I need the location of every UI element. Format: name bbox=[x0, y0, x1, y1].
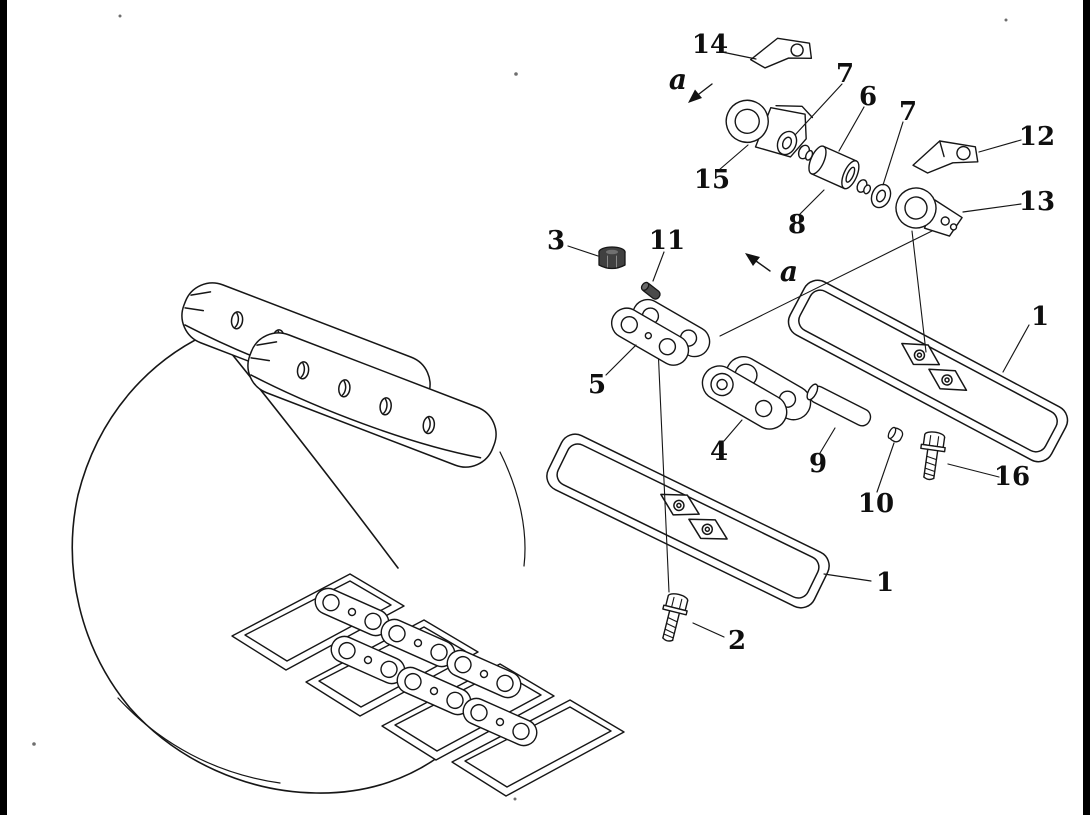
label-6: 6 bbox=[858, 82, 878, 112]
pin-9 bbox=[806, 383, 872, 427]
label-a-mid: a bbox=[779, 255, 799, 288]
label-7-left: 7 bbox=[835, 59, 855, 89]
bushing-10 bbox=[887, 426, 904, 443]
label-3: 3 bbox=[546, 226, 566, 256]
section-arrow-mid bbox=[745, 253, 771, 272]
leader-lines bbox=[567, 51, 1030, 638]
label-1-right: 1 bbox=[1030, 302, 1050, 332]
scan-specks bbox=[32, 14, 1008, 801]
label-4: 4 bbox=[709, 437, 729, 467]
label-13: 13 bbox=[1018, 187, 1056, 217]
seal-7-right bbox=[867, 180, 895, 212]
label-1-bottom: 1 bbox=[875, 568, 895, 598]
pin-11 bbox=[640, 281, 661, 300]
link-5 bbox=[610, 298, 711, 366]
section-lines bbox=[657, 229, 935, 593]
master-link-cluster bbox=[725, 37, 979, 237]
label-8: 8 bbox=[787, 210, 807, 240]
link-15 bbox=[725, 99, 814, 158]
spacer-small-2 bbox=[856, 179, 872, 195]
page-frame-right bbox=[1083, 0, 1090, 815]
track-loop-body bbox=[71, 329, 526, 794]
label-a-top: a bbox=[668, 63, 688, 96]
label-9: 9 bbox=[808, 449, 828, 479]
label-5: 5 bbox=[587, 370, 607, 400]
label-11: 11 bbox=[648, 226, 686, 256]
label-7-right: 7 bbox=[898, 97, 918, 127]
nut-3 bbox=[598, 246, 626, 270]
link-4 bbox=[701, 356, 812, 430]
spacer-small bbox=[797, 144, 814, 161]
bolt-2 bbox=[654, 590, 692, 645]
label-14: 14 bbox=[691, 30, 729, 60]
bracket-14 bbox=[749, 37, 813, 69]
section-arrow-top bbox=[688, 83, 713, 103]
bracket-12 bbox=[912, 140, 979, 174]
label-10: 10 bbox=[857, 489, 895, 519]
shoe-tray-center bbox=[541, 428, 835, 614]
label-15: 15 bbox=[693, 165, 731, 195]
bolt-16 bbox=[915, 429, 948, 482]
page-frame-left bbox=[0, 0, 7, 815]
label-2: 2 bbox=[727, 626, 747, 656]
label-12: 12 bbox=[1018, 122, 1056, 152]
top-shoes bbox=[174, 274, 505, 475]
bushing-6-8 bbox=[808, 145, 860, 190]
link-13 bbox=[895, 187, 963, 237]
label-16: 16 bbox=[993, 462, 1031, 492]
